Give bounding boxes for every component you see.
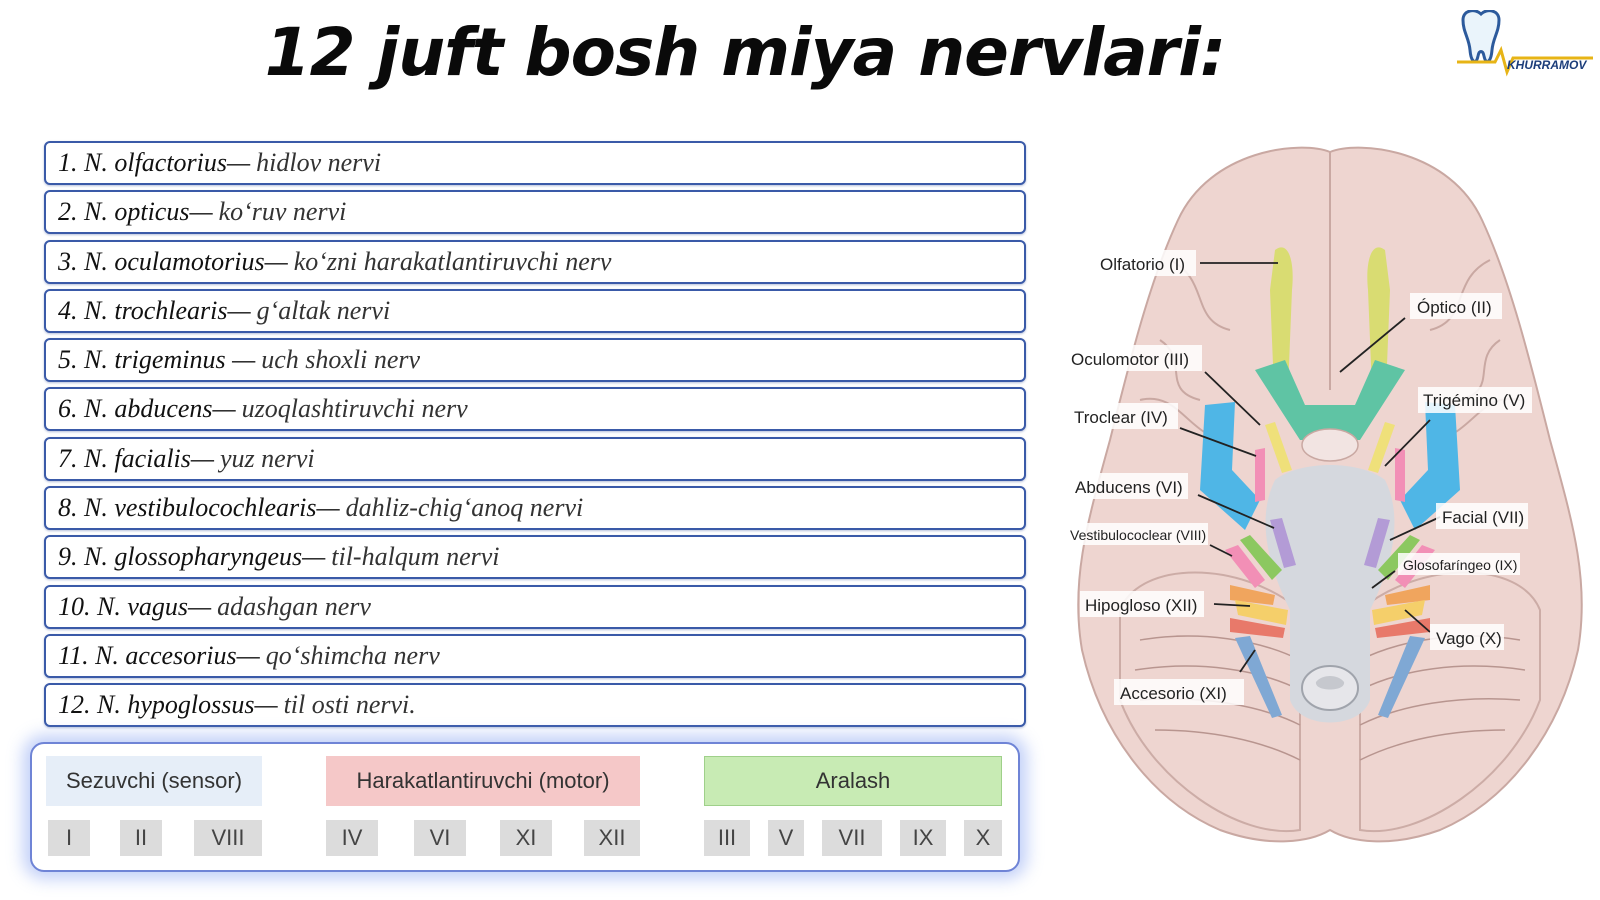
nerve-row-5: 5. N. trigeminus —uch shoxli nerv (44, 338, 1026, 383)
vagus-nerve (1372, 600, 1425, 625)
nerve-latin: 4. N. trochlearis— (58, 295, 251, 325)
nerve-latin: 11. N. accesorius— (58, 640, 260, 670)
nerve-uz: adashgan nerv (217, 591, 371, 621)
nerve-latin: 5. N. trigeminus — (58, 345, 256, 375)
nerve-uz: yuz nervi (220, 443, 315, 473)
olfactory-tract (1367, 247, 1390, 390)
hypoglossal-nerve (1230, 618, 1285, 638)
nerve-latin: 3. N. oculamotorius— (58, 246, 288, 276)
facial-nerve (1240, 535, 1282, 580)
category-motor: Harakatlantiruvchi (motor) (326, 756, 640, 806)
nerve-uz: qo‘shimcha nerv (265, 640, 440, 670)
chip-mixed-5: X (964, 820, 1002, 856)
nerve-latin: 12. N. hypoglossus— (58, 690, 278, 720)
label-vago: Vago (X) (1436, 629, 1502, 648)
nerve-row-11: 11. N. accesorius—qo‘shimcha nerv (44, 633, 1026, 678)
nerve-latin: 6. N. abducens— (58, 394, 236, 424)
optic-chiasm (1255, 360, 1405, 440)
tooth-icon (1457, 9, 1593, 77)
page-title: 12 juft bosh miya nervlari: (264, 14, 1227, 91)
chip-sensor-1: I (48, 820, 90, 856)
blood-vessel (1400, 402, 1460, 530)
chip-mixed-2: V (768, 820, 804, 856)
trochlear-nerve (1255, 448, 1265, 502)
nerve-latin: 1. N. olfactorius— (58, 148, 251, 177)
nerve-row-8: 8. N. vestibulocochlearis—dahliz-chig‘an… (44, 486, 1026, 531)
label-oculomotor: Oculomotor (III) (1071, 350, 1189, 369)
oculomotor-nerve (1265, 422, 1292, 473)
vestibulocochlear-nerve (1225, 545, 1265, 588)
category-sensor: Sezuvchi (sensor) (46, 756, 262, 806)
label-hipogloso: Hipogloso (XII) (1085, 596, 1197, 615)
chip-sensor-3: VIII (194, 820, 262, 856)
hypoglossal-nerve (1375, 618, 1430, 638)
nerve-row-6: 6. N. abducens—uzoqlashtiruvchi nerv (44, 387, 1026, 432)
label-vestibulococlear: Vestibulococlear (VIII) (1070, 527, 1206, 543)
classification-box: Sezuvchi (sensor) Harakatlantiruvchi (mo… (30, 742, 1020, 872)
nerve-row-12: 12. N. hypoglossus—til osti nervi. (44, 683, 1026, 728)
nerve-latin: 9. N. glossopharyngeus— (58, 542, 326, 572)
chip-motor-1: IV (326, 820, 378, 856)
brain-diagram: Olfatorio (I) Óptico (II) Oculomotor (II… (1060, 140, 1600, 850)
label-optico: Óptico (II) (1417, 298, 1492, 317)
nerve-row-2: 2. N. opticus—ko‘ruv nervi (44, 190, 1026, 235)
label-abducens: Abducens (VI) (1075, 478, 1183, 497)
nerve-uz: dahliz-chig‘anoq nervi (345, 493, 584, 523)
label-troclear: Troclear (IV) (1074, 408, 1168, 427)
nerve-row-3: 3. N. oculamotorius—ko‘zni harakatlantir… (44, 239, 1026, 284)
abducens-nerve (1270, 518, 1296, 568)
nerve-uz: hidlov nervi (256, 148, 382, 177)
label-facial: Facial (VII) (1442, 508, 1524, 527)
olfactory-tract (1270, 247, 1293, 390)
chip-motor-2: VI (414, 820, 466, 856)
chip-mixed-3: VII (822, 820, 882, 856)
oculomotor-nerve (1368, 422, 1395, 473)
nerve-latin: 8. N. vestibulocochlearis— (58, 493, 340, 523)
nerve-uz: ko‘ruv nervi (218, 197, 347, 227)
nerve-uz: uch shoxli nerv (261, 345, 421, 375)
nerve-row-1: 1. N. olfactorius—hidlov nervi (44, 141, 1026, 185)
chip-motor-3: XI (500, 820, 552, 856)
category-mixed: Aralash (704, 756, 1002, 806)
glossopharyngeal-nerve (1230, 585, 1275, 605)
nerve-latin: 10. N. vagus— (58, 591, 212, 621)
label-trigemino: Trigémino (V) (1423, 391, 1525, 410)
chip-mixed-1: III (704, 820, 750, 856)
abducens-nerve (1364, 518, 1390, 568)
brain-base-illustration: Olfatorio (I) Óptico (II) Oculomotor (II… (1066, 146, 1583, 843)
nerve-row-4: 4. N. trochlearis—g‘altak nervi (44, 288, 1026, 333)
pituitary (1301, 428, 1359, 462)
label-glosofaringeo: Glosofaríngeo (IX) (1403, 557, 1517, 573)
brainstem (1265, 465, 1395, 723)
nerve-uz: til-halqum nervi (331, 542, 500, 572)
label-accesorio: Accesorio (XI) (1120, 684, 1227, 703)
accessory-nerve (1378, 636, 1425, 718)
trochlear-nerve (1395, 448, 1405, 502)
nerve-list: 1. N. olfactorius—hidlov nervi 2. N. opt… (44, 141, 1026, 733)
nerve-uz: uzoqlashtiruvchi nerv (241, 394, 468, 424)
label-olfatorio: Olfatorio (I) (1100, 255, 1185, 274)
chip-motor-4: XII (584, 820, 640, 856)
nerve-uz: til osti nervi. (283, 690, 416, 720)
chip-sensor-2: II (120, 820, 162, 856)
chip-mixed-4: IX (900, 820, 946, 856)
nerve-row-7: 7. N. facialis—yuz nervi (44, 436, 1026, 481)
nerve-latin: 2. N. opticus— (58, 197, 213, 227)
logo-text: KHURRAMOV (1507, 58, 1587, 72)
logo: KHURRAMOV (1455, 9, 1595, 80)
accessory-nerve (1235, 636, 1282, 718)
nerve-row-9: 9. N. glossopharyngeus—til-halqum nervi (44, 535, 1026, 580)
nerve-uz: g‘altak nervi (256, 295, 391, 325)
nerve-row-10: 10. N. vagus—adashgan nerv (44, 584, 1026, 629)
nerve-latin: 7. N. facialis— (58, 443, 215, 473)
glossopharyngeal-nerve (1385, 585, 1430, 605)
nerve-uz: ko‘zni harakatlantiruvchi nerv (293, 246, 612, 276)
blood-vessel (1200, 402, 1260, 530)
